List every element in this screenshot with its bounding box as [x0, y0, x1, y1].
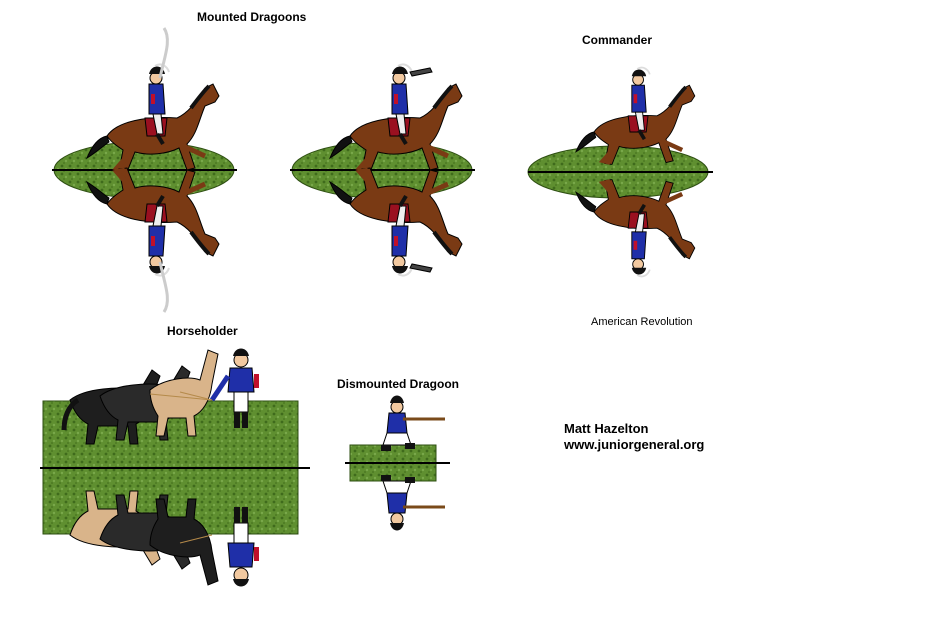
dismounted-dragoon-figure — [345, 395, 450, 531]
horseholder-figure — [40, 348, 310, 587]
credit-site: www.juniorgeneral.org — [564, 437, 705, 452]
label-dismounted-dragoon: Dismounted Dragoon — [337, 377, 459, 391]
horseholder-soldier — [149, 348, 259, 428]
commander-figure — [527, 50, 713, 290]
credit-block: Matt Hazelton www.juniorgeneral.org — [564, 421, 704, 453]
label-horseholder: Horseholder — [167, 324, 238, 338]
pistol-icon — [409, 67, 433, 77]
sabre-icon — [158, 27, 169, 79]
mounted-dragoon-sabre — [52, 27, 237, 313]
label-mounted-dragoons: Mounted Dragoons — [197, 10, 307, 24]
label-era: American Revolution — [591, 316, 693, 328]
kneeling-soldier — [381, 395, 445, 451]
credit-author: Matt Hazelton — [564, 421, 649, 436]
label-commander: Commander — [582, 33, 653, 47]
mounted-dragoon-pistol — [290, 28, 475, 300]
